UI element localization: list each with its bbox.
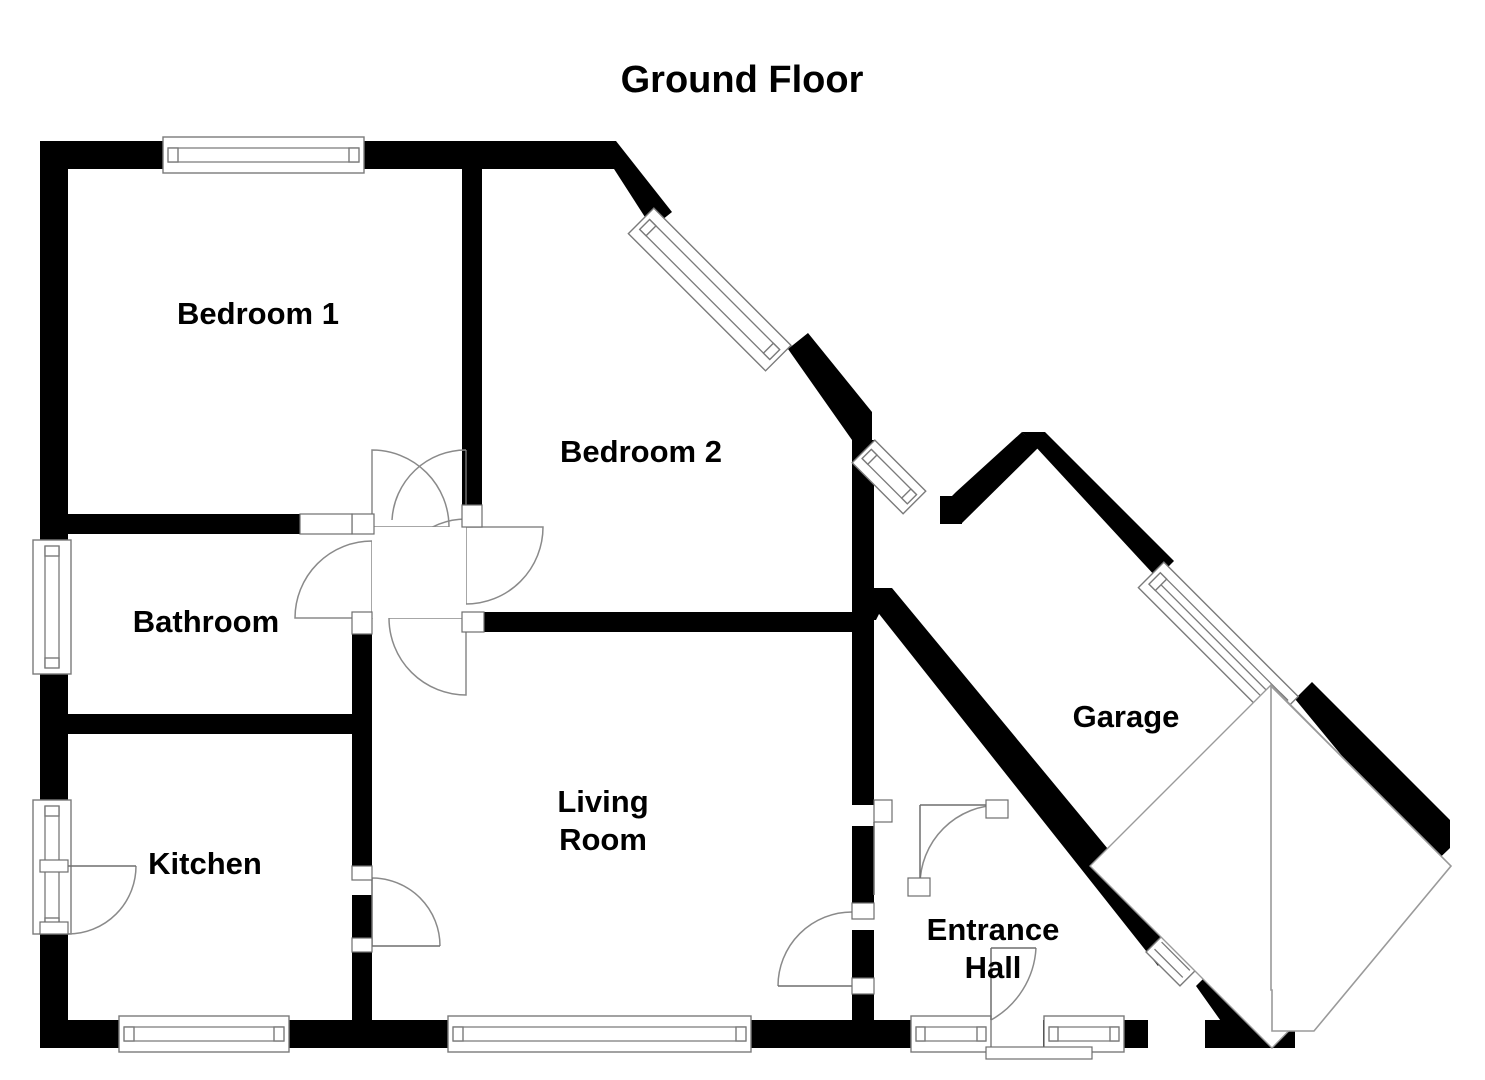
window-bed2-garage-link: [851, 439, 927, 515]
wall-bottom-seg-2: [286, 1020, 451, 1048]
wall-living-right-upper: [852, 605, 874, 805]
window-bedroom2-diagonal: [627, 207, 792, 372]
room-label-living-room: Living Room: [557, 784, 648, 857]
wall-junction-stub: [852, 588, 892, 620]
door-jamb-bed1: [461, 504, 483, 528]
wall-diagonal-bed2-lower: [788, 333, 872, 440]
wall-living-right-lower: [852, 826, 874, 911]
wall-bottom-seg-1: [40, 1020, 122, 1048]
wall-diagonal-bed2-upper: [596, 141, 672, 228]
door-threshold-bathroom: [299, 513, 353, 535]
room-label-bathroom: Bathroom: [133, 604, 279, 639]
wall-garage-stub: [940, 496, 962, 524]
door-hall-garage: [907, 799, 1009, 897]
wall-hall-living-vertical-upper: [352, 612, 372, 870]
windows-group: [32, 136, 1300, 1053]
wall-living-top: [470, 612, 868, 632]
wall-kitchen-living-vertical-lower: [352, 895, 372, 1048]
room-label-entrance-hall-line2: Hall: [965, 950, 1022, 985]
garage-door-outline: [1270, 684, 1453, 1032]
room-label-living-room-line1: Living: [557, 784, 648, 819]
room-label-kitchen: Kitchen: [148, 846, 262, 881]
window-entrance-left: [910, 1015, 992, 1053]
wall-exterior-left-middle: [40, 672, 68, 804]
wall-exterior-top-left: [40, 141, 165, 169]
window-bathroom-left: [32, 539, 72, 675]
room-labels-group: Bedroom 1 Bedroom 2 Bathroom Kitchen Liv…: [133, 296, 1180, 985]
room-label-entrance-hall: Entrance Hall: [927, 912, 1060, 985]
window-bedroom1-top: [162, 136, 365, 174]
door-kitchen-exterior: [39, 859, 137, 935]
wall-bed2-right: [852, 440, 874, 605]
wall-bathroom-kitchen-divider: [56, 714, 362, 734]
door-jamb-bathroom-top: [351, 513, 375, 535]
wall-bed1-bathroom-divider: [56, 514, 352, 534]
room-label-entrance-hall-line1: Entrance: [927, 912, 1060, 947]
wall-garage-left-upper: [940, 432, 1038, 524]
door-kitchen-living: [351, 865, 441, 953]
wall-garage-topright-upper: [1022, 432, 1174, 578]
door-jamb-living: [351, 611, 373, 635]
wall-exterior-top-right: [362, 141, 615, 169]
page-title: Ground Floor: [621, 59, 864, 101]
room-label-bedroom-1: Bedroom 1: [177, 296, 339, 331]
door-cluster-hall: [294, 449, 544, 696]
room-label-living-room-line2: Room: [559, 822, 647, 857]
wall-bottom-seg-3: [748, 1020, 914, 1048]
wall-exterior-left-upper: [40, 141, 68, 546]
door-jamb-bed2-living: [461, 611, 485, 633]
door-main-entrance: [985, 947, 1093, 1060]
room-label-bedroom-2: Bedroom 2: [560, 434, 722, 469]
wall-garage-topright-lower: [1295, 682, 1450, 865]
window-kitchen-bottom: [118, 1015, 290, 1053]
wall-bed1-bed2-divider: [462, 155, 482, 505]
door-hall-living-upper: [873, 799, 893, 895]
window-living-bottom: [447, 1015, 752, 1053]
room-label-garage: Garage: [1073, 699, 1180, 734]
door-living-hall: [777, 902, 875, 995]
doors-group: [39, 449, 1453, 1060]
